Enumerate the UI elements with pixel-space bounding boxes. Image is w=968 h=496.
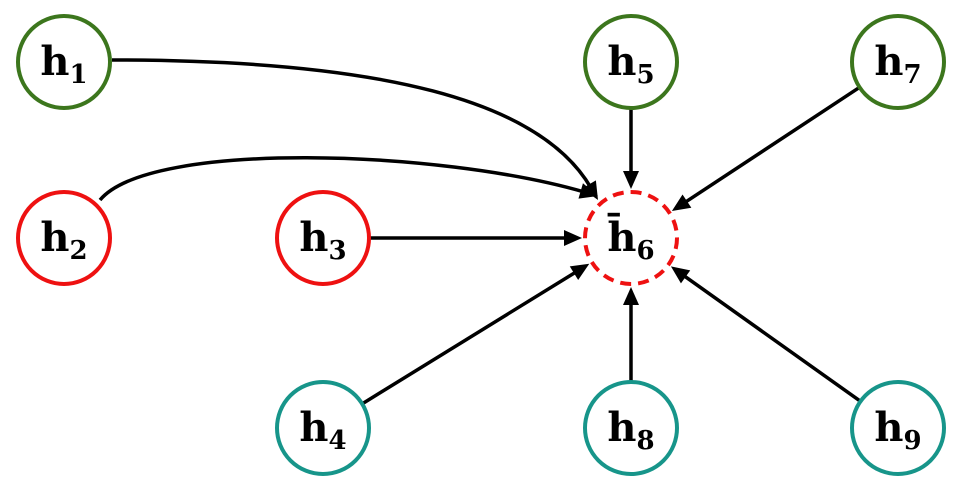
node-letter: h [874,38,903,85]
node-circle [850,14,946,110]
node-letter: h [607,404,636,451]
node-circle [275,190,371,286]
edge-h3-h6 [369,230,582,246]
node-h3: h3 [275,190,371,286]
node-subscript: 6 [637,236,655,266]
node-subscript: 2 [70,236,88,266]
node-h5: h5 [583,14,679,110]
node-circle [16,14,112,110]
edge-h7-h6 [671,85,861,212]
arrowhead [671,194,692,212]
node-h6: h̄6 [583,190,679,286]
node-subscript: 3 [329,236,347,266]
node-h2: h2 [16,190,112,286]
node-label: h9 [874,404,921,456]
node-subscript: 8 [637,426,655,456]
node-circle [16,190,112,286]
edge-line [98,156,586,202]
node-h1: h1 [16,14,112,110]
node-label: h4 [299,404,346,456]
node-letter: h [607,38,636,85]
node-label: h2 [40,214,87,266]
arrowhead [578,183,598,199]
arrowhead [623,171,639,189]
node-circle [583,14,679,110]
node-circle [583,380,679,476]
node-label: h̄6 [607,214,655,266]
edge-h4-h6 [361,263,590,406]
node-h8: h8 [583,380,679,476]
edge-line [681,273,862,403]
node-letter: h [874,404,903,451]
node-letter: h̄ [607,214,637,261]
node-label: h8 [607,404,654,456]
node-h4: h4 [275,380,371,476]
node-circle [850,380,946,476]
node-label: h5 [607,38,654,90]
node-label: h1 [40,38,87,90]
node-subscript: 1 [70,60,88,90]
arrowhead [569,263,590,280]
arrowhead [564,230,582,246]
node-letter: h [40,214,69,261]
edge-h9-h6 [670,266,862,403]
node-circle [583,190,679,286]
node-letter: h [299,214,328,261]
node-subscript: 7 [904,60,922,90]
edge-h5-h6 [623,108,639,189]
node-label: h3 [299,214,346,266]
node-subscript: 5 [637,60,655,90]
edges [98,58,862,406]
edge-h8-h6 [623,287,639,382]
edge-h2-h6 [98,156,598,202]
node-letter: h [40,38,69,85]
edge-line [682,85,861,205]
arrowhead [670,266,691,284]
edge-line [111,58,593,189]
node-subscript: 4 [329,426,347,456]
node-subscript: 9 [904,426,922,456]
node-letter: h [299,404,328,451]
node-h7: h7 [850,14,946,110]
node-h9: h9 [850,380,946,476]
arrowhead [623,287,639,305]
node-label: h7 [874,38,921,90]
node-circle [275,380,371,476]
edge-line [361,269,579,406]
